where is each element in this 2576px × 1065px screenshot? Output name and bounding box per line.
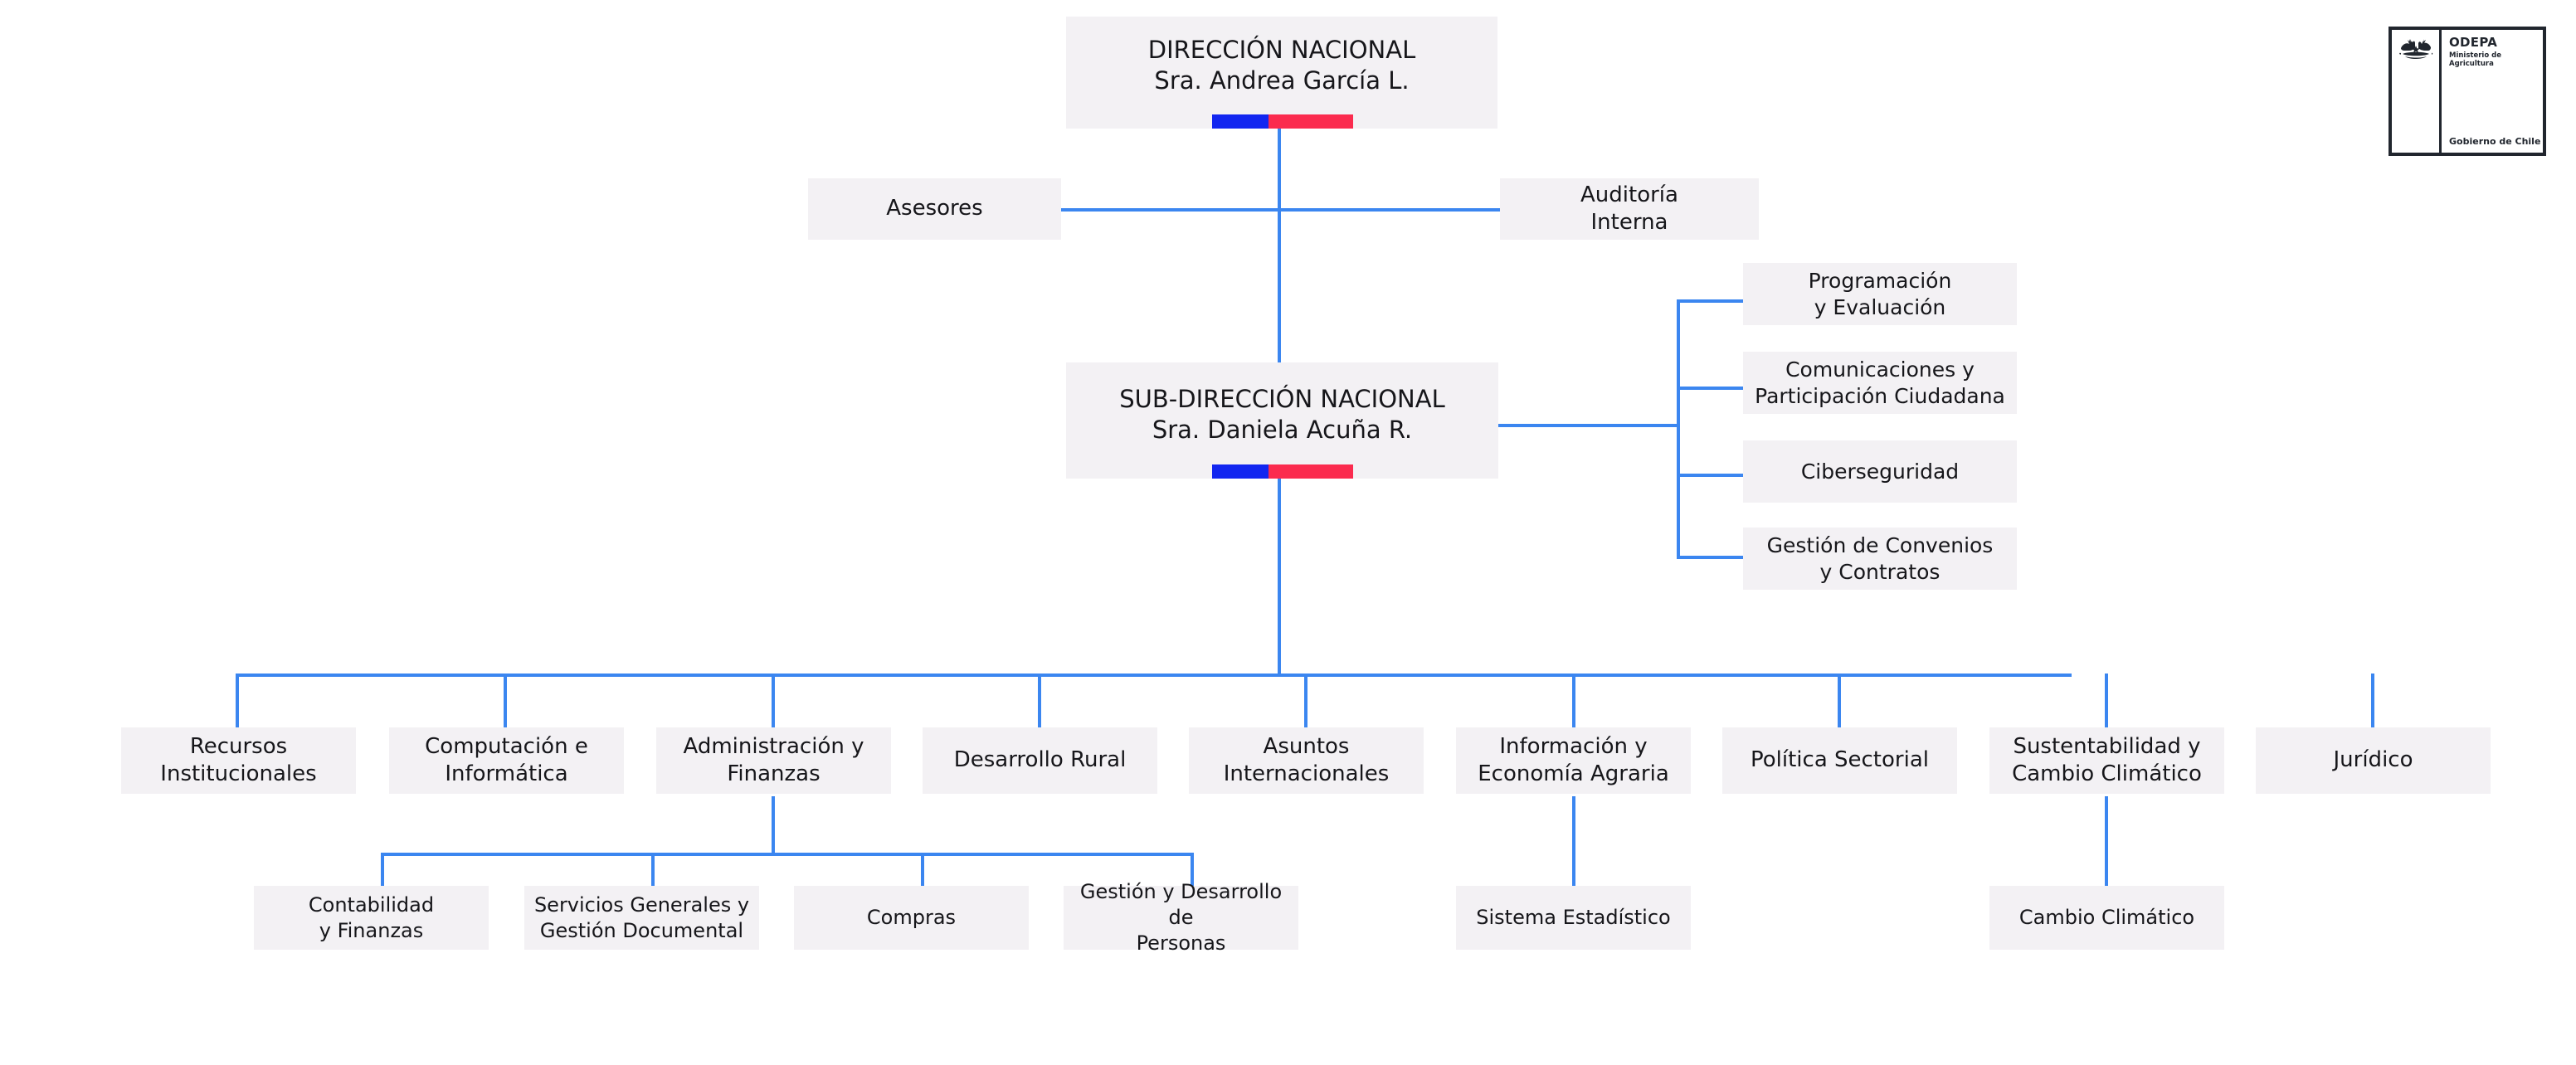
connector-subunit-drop-4 — [1191, 853, 1194, 888]
division-label: Asuntos Internacionales — [1223, 733, 1390, 786]
subunidad-label: Compras — [866, 906, 957, 930]
node-subunidad-cambio-climatico[interactable]: Cambio Climático — [1989, 886, 2224, 950]
connector-subunit-drop-1 — [381, 853, 384, 888]
division-label: Jurídico — [2333, 747, 2413, 773]
connector-divisions-bus — [236, 674, 2072, 677]
node-division-politica-sectorial[interactable]: Política Sectorial — [1722, 727, 1957, 794]
connector-division-drop-4 — [1038, 674, 1041, 729]
connector-division-drop-3 — [772, 674, 775, 729]
connector-sustentabilidad-down — [2105, 796, 2108, 888]
subdireccion-person: Sra. Daniela Acuña R. — [1152, 416, 1413, 445]
logo-crest-column — [2392, 30, 2442, 153]
division-label: Administración y Finanzas — [683, 733, 864, 786]
flag-red-stripe-sub — [1269, 464, 1353, 479]
unidad-label: Programación y Evaluación — [1808, 268, 1952, 319]
node-unidad-ciberseguridad[interactable]: Ciberseguridad — [1743, 440, 2017, 503]
subunidad-label: Contabilidad y Finanzas — [308, 892, 435, 942]
node-subunidad-contabilidad-finanzas[interactable]: Contabilidad y Finanzas — [254, 886, 489, 950]
unidad-label: Ciberseguridad — [1800, 459, 1960, 484]
logo-brand: ODEPA — [2449, 35, 2498, 50]
node-division-recursos-institucionales[interactable]: Recursos Institucionales — [121, 727, 356, 794]
division-label: Desarrollo Rural — [953, 747, 1127, 773]
subunidad-label: Cambio Climático — [2018, 906, 2195, 930]
flag-blue-stripe-sub — [1212, 464, 1269, 479]
node-division-desarrollo-rural[interactable]: Desarrollo Rural — [923, 727, 1157, 794]
connector-subunit-drop-2 — [651, 853, 655, 888]
division-label: Política Sectorial — [1751, 747, 1929, 773]
node-subunidad-sistema-estadistico[interactable]: Sistema Estadístico — [1456, 886, 1691, 950]
connector-division-drop-7 — [1838, 674, 1841, 729]
node-subunidad-compras[interactable]: Compras — [794, 886, 1029, 950]
node-division-sustentabilidad-cambio-climatico[interactable]: Sustentabilidad y Cambio Climático — [1989, 727, 2224, 794]
direccion-title: DIRECCIÓN NACIONAL — [1147, 36, 1416, 64]
logo-government: Gobierno de Chile — [2449, 136, 2541, 147]
node-division-asuntos-internacionales[interactable]: Asuntos Internacionales — [1189, 727, 1424, 794]
connector-division-drop-1 — [236, 674, 239, 729]
connector-staff-horizontal — [1061, 208, 1500, 212]
connector-unit-2 — [1677, 387, 1743, 390]
unidad-label: Comunicaciones y Participación Ciudadana — [1755, 357, 2005, 408]
division-label: Sustentabilidad y Cambio Climático — [2012, 733, 2202, 786]
flag-red-stripe — [1269, 114, 1353, 129]
logo-text-column: ODEPA Ministerio de Agricultura Gobierno… — [2442, 30, 2543, 153]
connector-units-trunk — [1677, 299, 1680, 558]
node-unidad-programacion-evaluacion[interactable]: Programación y Evaluación — [1743, 263, 2017, 325]
node-subunidad-servicios-generales-gestion-documental[interactable]: Servicios Generales y Gestión Documental — [524, 886, 759, 950]
connector-division-drop-9 — [2371, 674, 2374, 729]
connector-administracion-bus — [381, 853, 1194, 856]
connector-subdireccion-right-stem — [1498, 424, 1680, 427]
direccion-person: Sra. Andrea García L. — [1154, 66, 1410, 95]
connector-subdireccion-trunk — [1278, 479, 1281, 676]
node-unidad-gestion-convenios-contratos[interactable]: Gestión de Convenios y Contratos — [1743, 528, 2017, 590]
node-subdireccion-nacional[interactable]: SUB-DIRECCIÓN NACIONAL Sra. Daniela Acuñ… — [1066, 362, 1498, 479]
flag-bar-direccion — [1212, 114, 1353, 129]
logo-ministry: Ministerio de Agricultura — [2449, 51, 2501, 69]
node-direccion-nacional[interactable]: DIRECCIÓN NACIONAL Sra. Andrea García L. — [1066, 17, 1497, 129]
connector-division-drop-6 — [1572, 674, 1575, 729]
chile-coat-of-arms-icon — [2398, 39, 2432, 59]
flag-blue-stripe — [1212, 114, 1269, 129]
division-label: Computación e Informática — [425, 733, 588, 786]
auditoria-interna-label: Auditoría Interna — [1580, 182, 1678, 235]
connector-subunit-drop-3 — [921, 853, 924, 888]
node-division-juridico[interactable]: Jurídico — [2256, 727, 2491, 794]
connector-administracion-down — [772, 796, 775, 854]
subunidad-label: Gestión y Desarrollo de Personas — [1079, 880, 1283, 955]
flag-bar-subdireccion — [1212, 464, 1353, 479]
connector-unit-4 — [1677, 556, 1743, 559]
connector-direccion-trunk — [1278, 129, 1281, 369]
node-division-informacion-economia-agraria[interactable]: Información y Economía Agraria — [1456, 727, 1691, 794]
connector-unit-1 — [1677, 299, 1743, 303]
connector-informacion-down — [1572, 796, 1575, 888]
odepa-logo: ODEPA Ministerio de Agricultura Gobierno… — [2389, 27, 2546, 156]
node-asesores[interactable]: Asesores — [808, 178, 1061, 240]
connector-division-drop-5 — [1304, 674, 1307, 729]
connector-unit-3 — [1677, 474, 1743, 477]
subunidad-label: Sistema Estadístico — [1476, 906, 1671, 930]
division-label: Recursos Institucionales — [160, 733, 317, 786]
node-division-administracion-finanzas[interactable]: Administración y Finanzas — [656, 727, 891, 794]
node-unidad-comunicaciones-participacion[interactable]: Comunicaciones y Participación Ciudadana — [1743, 352, 2017, 414]
connector-division-drop-2 — [504, 674, 507, 729]
connector-division-drop-8 — [2105, 674, 2108, 729]
node-subunidad-gestion-desarrollo-personas[interactable]: Gestión y Desarrollo de Personas — [1064, 880, 1298, 955]
asesores-label: Asesores — [886, 196, 983, 221]
unidad-label: Gestión de Convenios y Contratos — [1766, 532, 1994, 584]
node-division-computacion-informatica[interactable]: Computación e Informática — [389, 727, 624, 794]
node-auditoria-interna[interactable]: Auditoría Interna — [1500, 178, 1759, 240]
subunidad-label: Servicios Generales y Gestión Documental — [533, 892, 750, 942]
division-label: Información y Economía Agraria — [1478, 733, 1669, 786]
subdireccion-title: SUB-DIRECCIÓN NACIONAL — [1119, 385, 1445, 413]
